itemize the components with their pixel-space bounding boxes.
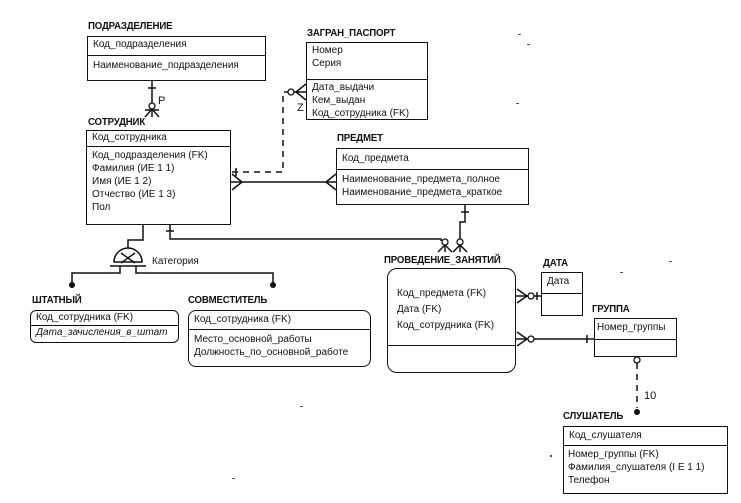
entity-title-shtatny: ШТАТНЫЙ: [32, 294, 82, 306]
key-attribute: Дата: [547, 276, 570, 287]
entity-key-section: Код_сотрудника (FK): [31, 311, 178, 326]
entity-title-predmet: ПРЕДМЕТ: [337, 132, 383, 144]
entity-attr-section: [388, 346, 515, 347]
key-attribute: Код_сотрудника (FK): [397, 320, 495, 331]
attribute: Наименование_предмета_краткое: [342, 187, 503, 198]
entity-key-section: Код_предмета: [337, 149, 528, 170]
entity-attr-section: Номер_группы (FK) Фамилия_слушателя (I E…: [564, 446, 727, 487]
entity-attr-section: [542, 294, 582, 295]
rel-gruppa-slushatel: [633, 356, 641, 415]
entity-attr-section: [595, 340, 676, 341]
scan-speck: [669, 261, 672, 262]
rel-category: [69, 224, 276, 288]
attribute: Фамилия (ИЕ 1 1): [92, 163, 175, 174]
key-attribute: Код_подразделения: [93, 39, 187, 50]
cardinality-p-label: P: [158, 95, 166, 107]
key-attribute: Номер_группы: [597, 322, 666, 333]
rel-provedenie-gruppa: [515, 331, 594, 347]
attribute: Кем_выдан: [312, 95, 366, 106]
attribute: Код_подразделения (FK): [92, 150, 208, 161]
entity-slushatel[interactable]: Код_слушателя Номер_группы (FK) Фамилия_…: [563, 426, 728, 494]
entity-key-section: Дата: [542, 273, 582, 294]
attribute: Код_сотрудника (FK): [312, 108, 410, 119]
cardinality-z-label: Z: [297, 102, 304, 114]
entity-attr-section: Дата_выдачи Кем_выдан Код_сотрудника (FK…: [307, 80, 427, 120]
key-attribute: Код_предмета (FK): [397, 288, 487, 299]
key-attribute: Код_сотрудника (FK): [194, 314, 292, 325]
entity-attr-section: Наименование_подразделения: [88, 56, 265, 72]
rel-predmet-sotrudnik: [230, 173, 337, 191]
entity-title-gruppa: ГРУППА: [592, 303, 630, 315]
key-attribute: Код_предмета: [342, 153, 409, 164]
entity-shtatny[interactable]: Код_сотрудника (FK) Дата_зачисления_в_шт…: [30, 310, 179, 343]
entity-key-section: Код_слушателя: [564, 427, 727, 446]
attribute: Место_основной_работы: [194, 334, 312, 345]
scan-speck: [516, 103, 519, 104]
entity-title-sovmestitel: СОВМЕСТИТЕЛЬ: [188, 294, 268, 306]
rel-podrazdelenie-sotrudnik: [144, 80, 160, 118]
entity-key-section: Код_сотрудника (FK): [189, 311, 370, 330]
entity-sotrudnik[interactable]: Код_сотрудника Код_подразделения (FK) Фа…: [86, 130, 231, 225]
key-attribute: Номер: [312, 45, 343, 56]
entity-predmet[interactable]: Код_предмета Наименование_предмета_полно…: [336, 148, 529, 205]
entity-key-section: Код_предмета (FK) Дата (FK) Код_сотрудни…: [388, 269, 515, 346]
attribute: Должность_по_основной_работе: [194, 347, 349, 358]
entity-podrazdelenie[interactable]: Код_подразделения Наименование_подраздел…: [87, 36, 266, 81]
entity-sovmestitel[interactable]: Код_сотрудника (FK) Место_основной_работ…: [188, 310, 371, 367]
rel-sotrudnik-zagranpasport: [232, 83, 307, 176]
scan-speck: [300, 406, 303, 407]
key-attribute: Код_сотрудника (FK): [36, 312, 134, 323]
key-attribute: Дата (FK): [397, 304, 442, 315]
entity-title-podrazdelenie: ПОДРАЗДЕЛЕНИЕ: [88, 20, 173, 32]
entity-title-sotrudnik: СОТРУДНИК: [88, 116, 146, 128]
entity-provedenie[interactable]: Код_предмета (FK) Дата (FK) Код_сотрудни…: [387, 268, 516, 373]
category-label: Категория: [152, 256, 199, 267]
attribute: Номер_группы (FK): [568, 449, 659, 460]
rel-provedenie-data: [515, 288, 541, 304]
attribute: Наименование_подразделения: [93, 60, 239, 71]
scan-speck: [550, 455, 552, 457]
entity-gruppa[interactable]: Номер_группы: [594, 318, 677, 357]
rel-sotrudnik-provedenie: [166, 224, 453, 253]
attribute: Имя (ИЕ 1 2): [92, 176, 152, 187]
scan-speck: [518, 34, 521, 35]
key-attribute: Код_слушателя: [569, 430, 642, 441]
entity-key-section: Номер_группы: [595, 319, 676, 340]
rel-predmet-provedenie: [452, 204, 469, 253]
scan-speck: [620, 272, 623, 273]
attribute: Фамилия_слушателя (I E 1 1): [568, 462, 705, 473]
key-attribute: Серия: [312, 58, 342, 69]
scan-speck: [232, 478, 235, 479]
entity-key-section: Код_сотрудника: [87, 131, 230, 147]
entity-key-section: Код_подразделения: [88, 37, 265, 56]
cardinality-10-label: 10: [644, 390, 657, 402]
entity-attr-section: Место_основной_работы Должность_по_основ…: [189, 330, 370, 359]
attribute: Телефон: [568, 475, 610, 486]
attribute: Наименование_предмета_полное: [342, 174, 500, 185]
entity-zagranpasport[interactable]: Номер Серия Дата_выдачи Кем_выдан Код_со…: [306, 42, 428, 120]
attribute: Дата_зачисления_в_штат: [36, 327, 168, 338]
entity-attr-section: Код_подразделения (FK) Фамилия (ИЕ 1 1) …: [87, 147, 230, 214]
attribute: Отчество (ИЕ 1 3): [92, 189, 176, 200]
entity-title-zagranpasport: ЗАГРАН_ПАСПОРТ: [307, 27, 396, 39]
entity-attr-section: Дата_зачисления_в_штат: [31, 326, 178, 340]
entity-title-provedenie: ПРОВЕДЕНИЕ_ЗАНЯТИЙ: [384, 254, 501, 266]
entity-key-section: Номер Серия: [307, 43, 427, 80]
attribute: Пол: [92, 202, 111, 213]
entity-attr-section: Наименование_предмета_полное Наименовани…: [337, 170, 528, 199]
key-attribute: Код_сотрудника: [92, 132, 167, 143]
entity-title-slushatel: СЛУШАТЕЛЬ: [563, 410, 624, 422]
attribute: Дата_выдачи: [312, 82, 375, 93]
scan-speck: [527, 44, 530, 45]
entity-data[interactable]: Дата: [541, 272, 583, 316]
entity-title-data: ДАТА: [543, 257, 568, 269]
